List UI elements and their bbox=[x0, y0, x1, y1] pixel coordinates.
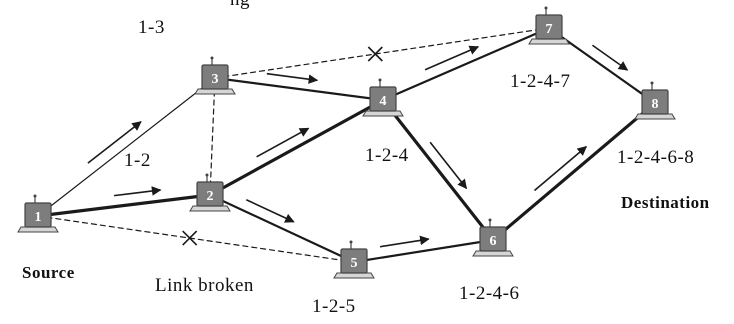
broken-link-marks bbox=[182, 46, 383, 246]
link-2-5 bbox=[208, 193, 356, 264]
node-1: 1 bbox=[17, 194, 59, 233]
laptop-base bbox=[362, 110, 404, 117]
node-4-label: 4 bbox=[380, 94, 387, 109]
antenna-tip bbox=[378, 78, 382, 82]
antenna-tip bbox=[33, 194, 37, 198]
laptop-icon bbox=[641, 89, 669, 115]
route-label-node-6: 1-2-4-6 bbox=[459, 283, 520, 304]
laptop-icon bbox=[340, 248, 368, 274]
laptop-icon bbox=[196, 181, 224, 207]
antenna-tip bbox=[205, 173, 209, 177]
node-3-label: 3 bbox=[212, 72, 219, 87]
link-2-3 bbox=[209, 77, 216, 196]
broken-link-x-mark bbox=[182, 230, 198, 246]
broken-link-x-mark bbox=[367, 46, 383, 62]
link-6-8 bbox=[491, 101, 657, 242]
node-2-label: 2 bbox=[207, 189, 214, 204]
node-5: 5 bbox=[333, 240, 375, 279]
route-request-arrows bbox=[87, 44, 629, 248]
route-request-arrow bbox=[245, 199, 295, 223]
route-request-arrow bbox=[429, 141, 468, 190]
node-4: 4 bbox=[362, 78, 404, 117]
route-label-node-2: 1-2 bbox=[124, 150, 151, 171]
link-5-6 bbox=[352, 238, 495, 264]
link-3-4 bbox=[213, 76, 385, 102]
source-label: Source bbox=[22, 263, 75, 282]
laptop-base bbox=[189, 205, 231, 212]
links-layer bbox=[36, 26, 657, 264]
link-2-4 bbox=[208, 98, 385, 197]
antenna-tip bbox=[650, 81, 654, 85]
link-broken-label: Link broken bbox=[155, 275, 254, 296]
link-4-7 bbox=[381, 26, 551, 102]
route-label-node-7: 1-2-4-7 bbox=[510, 71, 571, 92]
laptop-base bbox=[472, 250, 514, 257]
route-request-arrow bbox=[424, 45, 480, 71]
laptop-base bbox=[17, 226, 59, 233]
node-6-label: 6 bbox=[490, 234, 497, 249]
node-3: 3 bbox=[194, 56, 236, 95]
route-request-arrow bbox=[266, 72, 319, 84]
node-7: 7 bbox=[528, 6, 570, 45]
route-request-arrow bbox=[533, 146, 588, 192]
antenna-tip bbox=[488, 218, 492, 222]
route-request-arrow bbox=[591, 44, 629, 71]
laptop-icon bbox=[201, 64, 229, 90]
node-8: 8 bbox=[634, 81, 676, 120]
antenna-tip bbox=[210, 56, 214, 60]
route-request-arrow bbox=[256, 127, 310, 158]
node-1-label: 1 bbox=[35, 210, 42, 225]
x-stroke bbox=[367, 46, 383, 62]
laptop-base bbox=[333, 272, 375, 279]
laptop-icon bbox=[24, 202, 52, 228]
top-caption: ng bbox=[230, 0, 250, 11]
destination-label: Destination bbox=[621, 193, 710, 212]
laptop-icon bbox=[479, 226, 507, 252]
route-request-arrow bbox=[87, 121, 142, 164]
laptop-base bbox=[528, 38, 570, 45]
antenna-tip bbox=[349, 240, 353, 244]
link-1-2 bbox=[36, 193, 212, 218]
node-5-label: 5 bbox=[351, 256, 358, 271]
node-2: 2 bbox=[189, 173, 231, 212]
laptop-icon bbox=[369, 86, 397, 112]
laptop-base bbox=[634, 113, 676, 120]
link-1-3 bbox=[37, 77, 216, 217]
laptop-icon bbox=[535, 14, 563, 40]
link-3-7 bbox=[214, 27, 550, 79]
x-stroke bbox=[182, 230, 198, 246]
node-7-label: 7 bbox=[546, 22, 553, 37]
route-request-arrow bbox=[379, 235, 430, 248]
node-6: 6 bbox=[472, 218, 514, 257]
nodes-layer: 1 2 3 4 5 6 7 8 bbox=[17, 6, 676, 279]
route-label-node-5: 1-2-5 bbox=[312, 296, 356, 317]
link-1-5 bbox=[37, 215, 355, 263]
node-8-label: 8 bbox=[652, 97, 659, 112]
laptop-base bbox=[194, 88, 236, 95]
route-label-node-8: 1-2-4-6-8 bbox=[617, 147, 695, 168]
route-label-node-4: 1-2-4 bbox=[365, 145, 409, 166]
antenna-tip bbox=[544, 6, 548, 10]
route-label-node-3: 1-3 bbox=[138, 17, 165, 38]
route-request-arrow bbox=[113, 186, 162, 197]
link-4-6 bbox=[381, 98, 495, 242]
